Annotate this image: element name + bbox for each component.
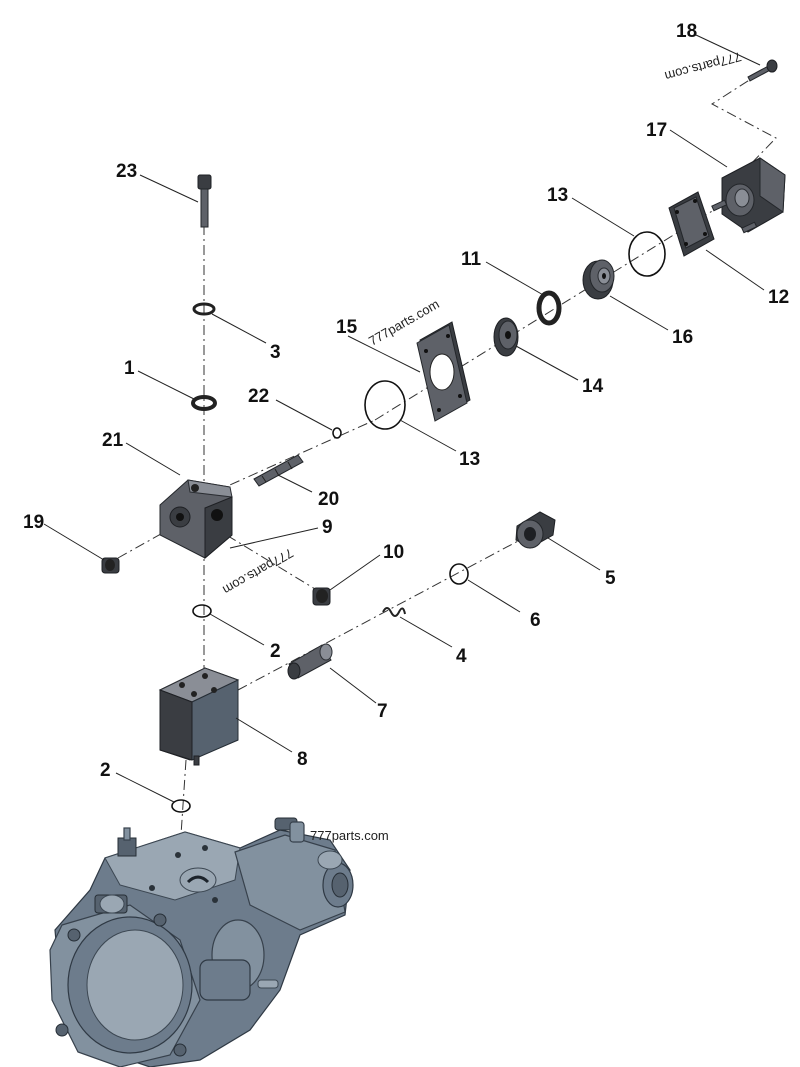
callout-21: 21 <box>102 430 124 451</box>
callout-5: 5 <box>605 568 616 589</box>
callout-13-upper: 13 <box>547 185 568 206</box>
callout-15: 15 <box>336 317 358 338</box>
part-21-valve-housing <box>159 479 233 560</box>
part-2-o-ring-lower <box>171 799 191 813</box>
part-22-o-ring <box>332 427 342 439</box>
callout-20: 20 <box>318 489 339 510</box>
callout-22: 22 <box>248 386 269 407</box>
callout-6: 6 <box>530 610 541 631</box>
part-11-washer <box>536 290 562 326</box>
part-1-washer <box>191 395 217 411</box>
callout-numbers: 23 3 1 21 22 20 19 9 10 2 2 7 8 4 6 5 15… <box>23 21 789 781</box>
callout-8: 8 <box>297 749 308 770</box>
callout-9: 9 <box>322 517 333 538</box>
part-6-o-ring <box>449 563 469 585</box>
callout-7: 7 <box>377 701 388 722</box>
part-4-spring <box>382 607 406 617</box>
part-18-screw <box>747 59 778 82</box>
callout-2-lower: 2 <box>100 760 111 781</box>
watermarks: 777parts.com 777parts.com 777parts.com 7… <box>220 49 743 843</box>
part-7-sleeve <box>287 643 333 680</box>
callout-17: 17 <box>646 120 667 141</box>
callout-11: 11 <box>461 249 482 270</box>
watermark-text: 777parts.com <box>310 828 389 843</box>
callout-18: 18 <box>676 21 697 42</box>
callout-23: 23 <box>116 161 137 182</box>
watermark-text: 777parts.com <box>220 545 296 597</box>
leader-lines <box>43 34 765 803</box>
part-14-piston <box>493 317 519 357</box>
part-17-cover <box>711 157 786 234</box>
part-13-o-ring-large <box>364 380 406 430</box>
part-5-fitting <box>515 511 556 549</box>
callout-3: 3 <box>270 342 281 363</box>
part-8-block <box>158 667 240 766</box>
part-16-cap <box>582 259 615 300</box>
callout-19: 19 <box>23 512 44 533</box>
watermark-text: 777parts.com <box>663 49 743 84</box>
part-12-gasket <box>668 191 715 257</box>
part-2-o-ring-upper <box>192 604 212 618</box>
part-3-washer <box>192 302 216 316</box>
part-13-o-ring-upper <box>628 231 666 277</box>
callout-1: 1 <box>124 358 135 379</box>
part-19-plug <box>101 557 120 574</box>
callout-13-lower: 13 <box>459 449 480 470</box>
part-15-flange-plate <box>416 321 471 422</box>
callout-12: 12 <box>768 287 789 308</box>
part-10-plug <box>312 587 331 606</box>
main-pump-assembly <box>49 817 354 1067</box>
part-23-bolt <box>197 174 212 228</box>
callout-4: 4 <box>456 646 467 667</box>
callout-14: 14 <box>582 376 604 397</box>
callout-10: 10 <box>383 542 404 563</box>
callout-16: 16 <box>672 327 693 348</box>
callout-2-upper: 2 <box>270 641 281 662</box>
